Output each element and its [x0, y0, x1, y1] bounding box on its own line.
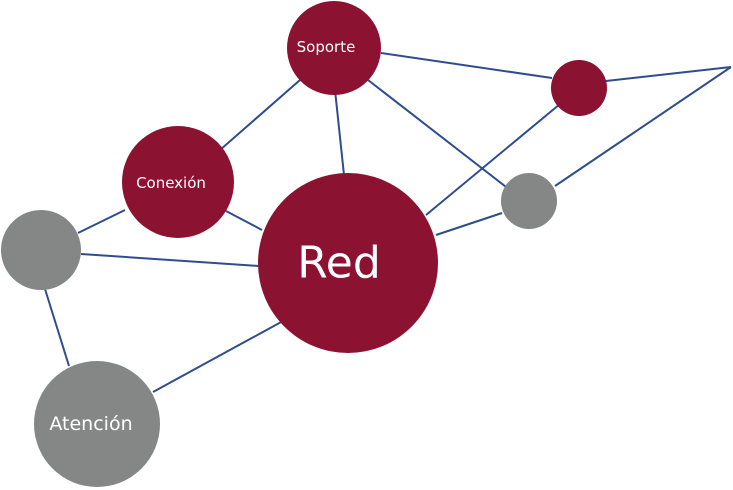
node-red[interactable]	[258, 173, 438, 353]
node-soporte[interactable]	[287, 1, 381, 95]
node-small-maroon[interactable]	[551, 60, 607, 116]
node-conexion-label: Conexión	[136, 174, 206, 192]
node-small-gray[interactable]	[501, 173, 557, 229]
node-atencion-label: Atención	[49, 413, 132, 435]
nodes: Soporte Conexión Red Atención	[1, 1, 607, 487]
edge-conexion-red	[225, 210, 263, 231]
edge-soporte-conexion	[219, 79, 301, 151]
edge-far-point-small-gray	[554, 66, 732, 187]
node-left-gray[interactable]	[1, 210, 81, 290]
edge-small-gray-red	[435, 212, 503, 236]
edge-small-maroon-far-point	[605, 66, 732, 82]
edge-conexion-left-gray	[77, 209, 126, 234]
edges	[44, 52, 732, 393]
edge-soporte-small-maroon	[380, 52, 553, 79]
node-atencion[interactable]	[34, 361, 160, 487]
edge-atencion-red	[152, 320, 284, 393]
edge-small-maroon-red	[425, 103, 561, 216]
node-conexion[interactable]	[122, 126, 234, 238]
edge-left-gray-atencion	[44, 288, 70, 367]
node-red-label: Red	[297, 238, 381, 289]
node-soporte-label: Soporte	[297, 38, 356, 56]
edge-soporte-small-gray	[367, 79, 511, 191]
edge-soporte-red	[334, 89, 345, 176]
edge-left-gray-red	[80, 253, 260, 267]
